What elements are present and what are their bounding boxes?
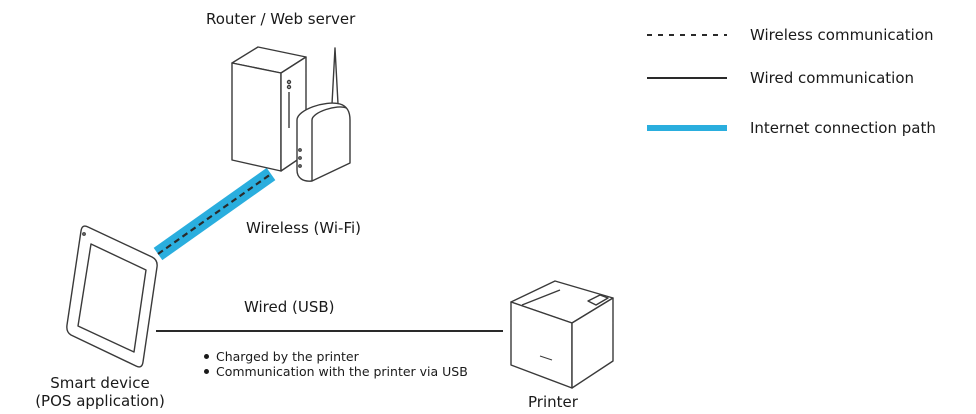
wireless-link xyxy=(157,173,272,255)
wired-notes-list: Charged by the printer Communication wit… xyxy=(199,349,499,379)
wired-note-item: Communication with the printer via USB xyxy=(199,364,499,379)
wireless-wifi-label: Wireless (Wi-Fi) xyxy=(246,219,362,237)
router-icon xyxy=(296,47,351,182)
printer-label: Printer xyxy=(528,393,578,411)
wired-usb-label: Wired (USB) xyxy=(244,298,335,316)
server-icon xyxy=(231,46,307,172)
legend-wired-label: Wired communication xyxy=(750,69,915,87)
router-web-server-label: Router / Web server xyxy=(206,10,356,28)
smart-device-label-line2: (POS application) xyxy=(35,392,165,410)
smart-device-label: Smart device (POS application) xyxy=(0,374,200,410)
legend-wireless-label: Wireless communication xyxy=(750,26,934,44)
wired-note-item: Charged by the printer xyxy=(199,349,499,364)
printer-icon xyxy=(510,280,614,389)
tablet-icon xyxy=(66,225,158,368)
smart-device-label-line1: Smart device xyxy=(50,374,150,392)
legend-internet-label: Internet connection path xyxy=(750,119,936,137)
